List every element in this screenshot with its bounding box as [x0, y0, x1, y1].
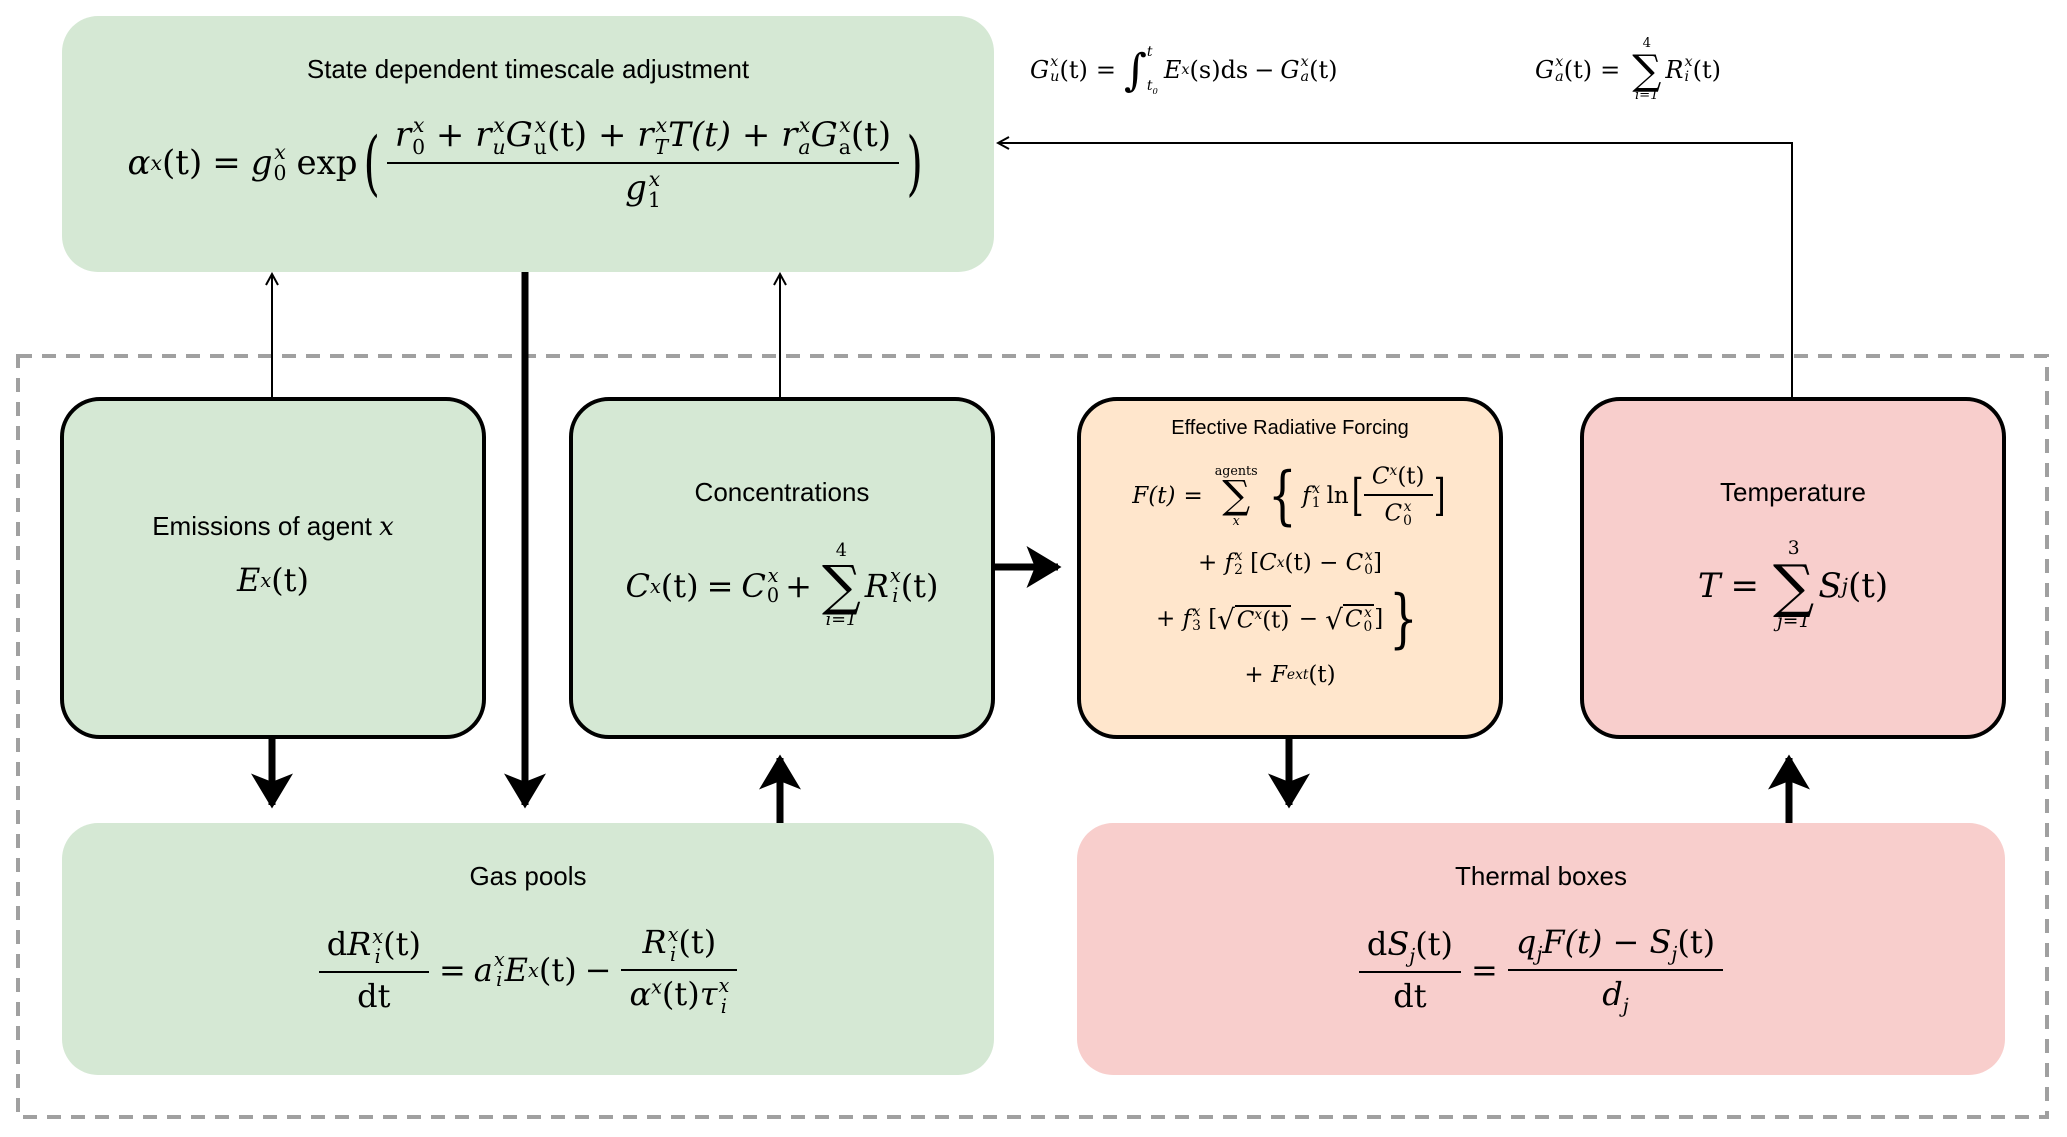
- thermal-boxes-equation: dSj(t) dt = qjF(t) − Sj(t) dj: [1077, 915, 2005, 1025]
- sum-operator: 4∑i=1: [821, 540, 861, 630]
- effective-radiative-forcing-box: Effective Radiative Forcing F(t) = agent…: [1077, 397, 1503, 739]
- model-dashed-boundary: [16, 354, 2049, 1119]
- emissions-title: Emissions of agent: [152, 511, 372, 541]
- temperature-title: Temperature: [1720, 477, 1866, 507]
- integral: ∫ t t0: [1123, 44, 1158, 96]
- arrow-temperature-to-timescale: [998, 143, 1793, 397]
- concentrations-title: Concentrations: [694, 477, 870, 507]
- erf-title: Effective Radiative Forcing: [1171, 417, 1409, 439]
- sum-operator: agents∑x: [1214, 462, 1258, 528]
- sum-operator: 3∑j=1: [1773, 537, 1815, 633]
- thermal-boxes-title: Thermal boxes: [1455, 861, 1627, 891]
- thermal-boxes-box: Thermal boxes dSj(t) dt = qjF(t) − Sj(t)…: [1077, 823, 2005, 1075]
- timescale-title: State dependent timescale adjustment: [306, 54, 750, 84]
- sum-operator: 4∑i=1: [1632, 36, 1662, 104]
- gas-pools-title: Gas pools: [469, 861, 587, 891]
